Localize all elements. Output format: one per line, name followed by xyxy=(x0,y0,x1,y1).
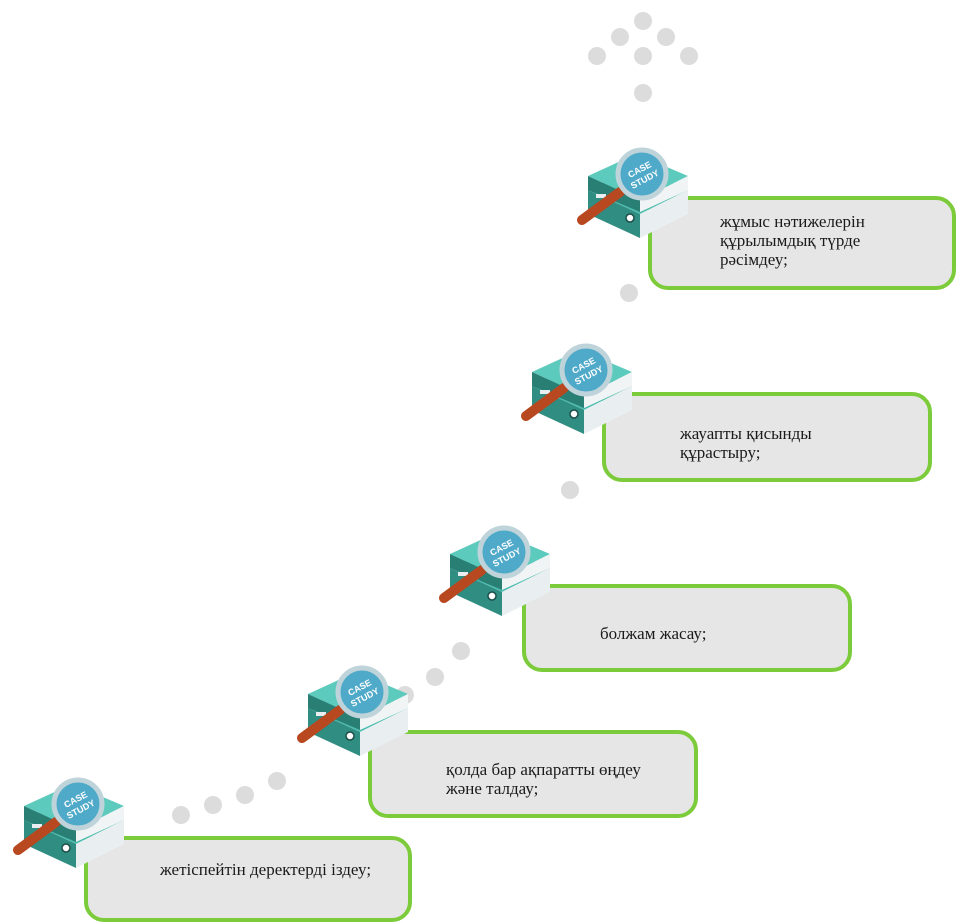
step-card xyxy=(522,584,852,672)
path-dot xyxy=(657,28,675,46)
magnifier: CASE STUDY xyxy=(521,343,613,421)
path-dot xyxy=(172,806,190,824)
path-dot xyxy=(588,47,606,65)
path-dot xyxy=(426,668,444,686)
path-dot xyxy=(611,28,629,46)
case-study-binder-magnifier-icon: CASE STUDY xyxy=(577,147,688,238)
step-card xyxy=(84,836,412,922)
path-dot xyxy=(561,481,579,499)
magnifier: CASE STUDY xyxy=(13,777,105,855)
step-card xyxy=(648,196,956,290)
path-dot xyxy=(680,47,698,65)
case-study-binder-magnifier-icon: CASE STUDY xyxy=(439,525,550,616)
magnifier: CASE STUDY xyxy=(577,147,669,225)
path-dot xyxy=(204,796,222,814)
path-dot xyxy=(236,786,254,804)
step-label: жұмыс нәтижелерін құрылымдық түрде рәсім… xyxy=(720,212,865,269)
path-dot xyxy=(634,84,652,102)
case-study-binder-magnifier-icon: CASE STUDY xyxy=(521,343,632,434)
step-card xyxy=(602,392,932,482)
magnifier: CASE STUDY xyxy=(439,525,531,603)
step-label: болжам жасау; xyxy=(600,624,707,643)
path-dot xyxy=(634,47,652,65)
path-dot xyxy=(268,772,286,790)
case-study-binder-magnifier-icon: CASE STUDY xyxy=(13,777,124,868)
step-label: қолда бар ақпаратты өңдеу және талдау; xyxy=(446,760,641,798)
case-study-binder-magnifier-icon: CASE STUDY xyxy=(297,665,408,756)
step-label: жетіспейтін деректерді іздеу; xyxy=(160,860,372,879)
step-label: жауапты қисынды құрастыру; xyxy=(680,424,812,462)
path-dot xyxy=(452,642,470,660)
path-dot xyxy=(620,284,638,302)
path-dot xyxy=(634,12,652,30)
step-card xyxy=(368,730,698,818)
magnifier: CASE STUDY xyxy=(297,665,389,743)
